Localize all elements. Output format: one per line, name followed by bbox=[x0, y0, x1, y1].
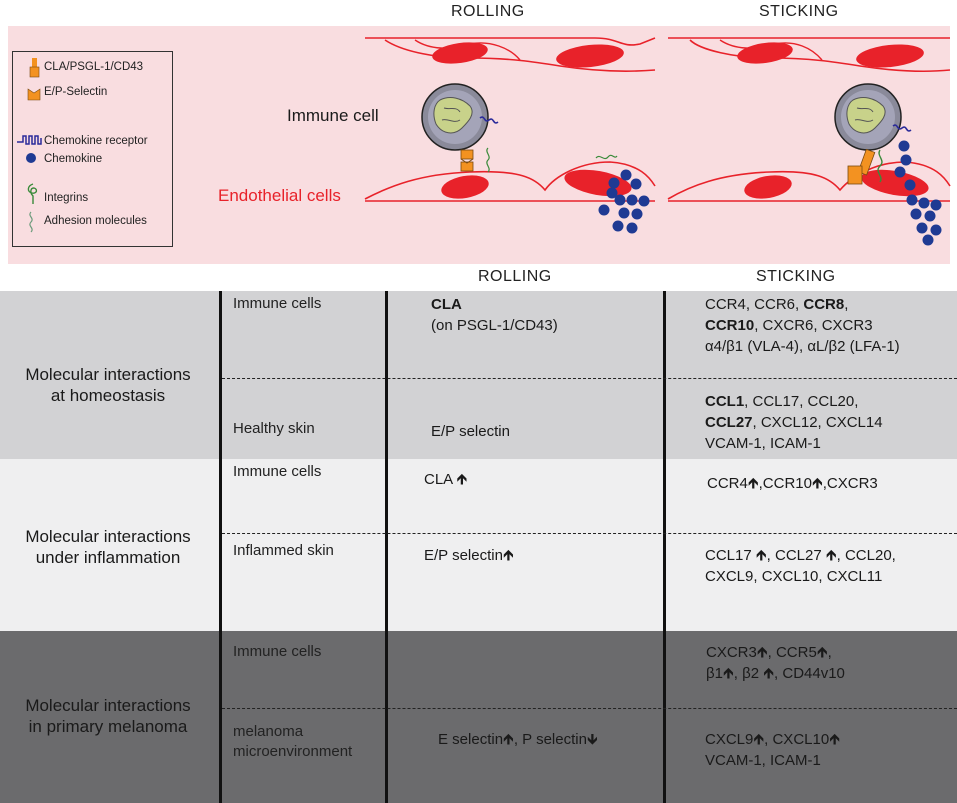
legend-label-chemokine-receptor: Chemokine receptor bbox=[44, 135, 148, 147]
rolling-cell: E selectin🡹, P selectin🡻 bbox=[438, 731, 598, 748]
sticking-cell: CCL1, CCL17, CCL20, CCL27, CXCL12, CXCL1… bbox=[705, 393, 883, 452]
row-label-homeostasis: Molecular interactions at homeostasis bbox=[25, 365, 191, 405]
column-divider-3 bbox=[663, 291, 666, 803]
inflammation-band bbox=[0, 459, 957, 631]
up-arrow-icon: 🡹 bbox=[829, 731, 840, 748]
sticking-immune-cell bbox=[834, 83, 912, 151]
nucleus bbox=[556, 44, 624, 68]
legend-label-selectin: E/P-Selectin bbox=[44, 86, 108, 98]
rolling-cell: E/P selectin🡹 bbox=[424, 547, 514, 564]
sticking-cell: CCR4🡹,CCR10🡹,CXCR3 bbox=[707, 475, 878, 492]
chemokine-icon bbox=[26, 153, 36, 163]
nucleus bbox=[432, 42, 488, 64]
row-divider-dashed bbox=[222, 708, 957, 709]
up-arrow-icon: 🡹 bbox=[747, 475, 759, 492]
rolling-header-top: ROLLING bbox=[451, 3, 525, 20]
chemokine-receptor-icon bbox=[17, 135, 42, 145]
nucleus bbox=[856, 44, 924, 68]
legend: CLA/PSGL-1/CD43 E/P-Selectin Chemokine r… bbox=[12, 51, 173, 247]
homeostasis-band bbox=[0, 291, 957, 459]
melanoma-band bbox=[0, 631, 957, 803]
legend-label-chemokine: Chemokine bbox=[44, 153, 103, 165]
sticking-cell: CXCR3🡹, CCR5🡹, β1🡹, β2 🡹, CD44v10 bbox=[706, 644, 845, 682]
subrow-immune-cells: Immune cells bbox=[233, 295, 322, 312]
up-arrow-icon: 🡹 bbox=[502, 547, 514, 564]
legend-label-adhesion: Adhesion molecules bbox=[44, 215, 147, 227]
legend-icons bbox=[17, 58, 42, 233]
nucleus bbox=[441, 175, 489, 199]
rolling-header-table: ROLLING bbox=[478, 268, 552, 285]
up-arrow-icon: 🡹 bbox=[722, 665, 734, 682]
endothelial-cells-label: Endothelial cells bbox=[218, 186, 341, 205]
subrow-immune-cells: Immune cells bbox=[233, 643, 322, 660]
rolling-cell: CLA (on PSGL-1/CD43) bbox=[431, 296, 558, 334]
sticking-header-top: STICKING bbox=[759, 3, 839, 20]
rolling-cell: CLA 🡹 bbox=[424, 471, 468, 488]
up-arrow-icon: 🡹 bbox=[503, 731, 514, 748]
integrins-icon bbox=[27, 183, 38, 204]
subrow-immune-cells: Immune cells bbox=[233, 463, 322, 480]
subrow-inflammed-skin: Inflammed skin bbox=[233, 542, 334, 559]
nucleus bbox=[737, 42, 793, 64]
vessel-illustration bbox=[364, 37, 951, 246]
row-divider-dashed bbox=[222, 378, 957, 379]
up-arrow-icon: 🡹 bbox=[756, 644, 768, 661]
rolling-top-endothelium bbox=[365, 37, 656, 46]
row-divider-dashed bbox=[222, 533, 957, 534]
up-arrow-icon: 🡹 bbox=[763, 665, 775, 682]
cla-bold: CLA bbox=[431, 296, 462, 313]
up-arrow-icon: 🡹 bbox=[816, 644, 828, 661]
sticking-cell: CXCL9🡹, CXCL10🡹 VCAM-1, ICAM-1 bbox=[705, 731, 840, 769]
up-arrow-icon: 🡹 bbox=[456, 471, 468, 488]
nucleus bbox=[744, 175, 792, 199]
subrow-healthy-skin: Healthy skin bbox=[233, 420, 315, 437]
row-label-melanoma: Molecular interactions in primary melano… bbox=[25, 696, 191, 736]
row-label-inflammation: Molecular interactions under inflammatio… bbox=[25, 527, 191, 567]
up-arrow-icon: 🡹 bbox=[825, 547, 837, 564]
column-divider-1 bbox=[219, 291, 222, 803]
sticking-cell: CCR4, CCR6, CCR8, CCR10, CXCR6, CXCR3 α4… bbox=[705, 296, 900, 355]
up-arrow-icon: 🡹 bbox=[811, 475, 823, 492]
column-divider-2 bbox=[385, 291, 388, 803]
rolling-immune-cell bbox=[421, 83, 499, 151]
immune-cell-label: Immune cell bbox=[287, 106, 379, 125]
sticking-header-table: STICKING bbox=[756, 268, 836, 285]
legend-label-cla: CLA/PSGL-1/CD43 bbox=[44, 61, 144, 73]
rolling-cell: E/P selectin bbox=[431, 423, 510, 440]
legend-label-integrins: Integrins bbox=[44, 192, 89, 204]
subrow-melanoma-microenvironment: melanoma microenvironment bbox=[233, 723, 353, 760]
up-arrow-icon: 🡹 bbox=[755, 547, 767, 564]
down-arrow-icon: 🡻 bbox=[586, 731, 598, 748]
ep-selectin-icon bbox=[27, 88, 41, 101]
up-arrow-icon: 🡹 bbox=[753, 731, 765, 748]
adhesion-molecules-icon bbox=[29, 211, 33, 233]
cla-psgl1-cd43-icon bbox=[29, 58, 40, 78]
sticking-cell: CCL17 🡹, CCL27 🡹, CCL20, CXCL9, CXCL10, … bbox=[705, 547, 896, 585]
